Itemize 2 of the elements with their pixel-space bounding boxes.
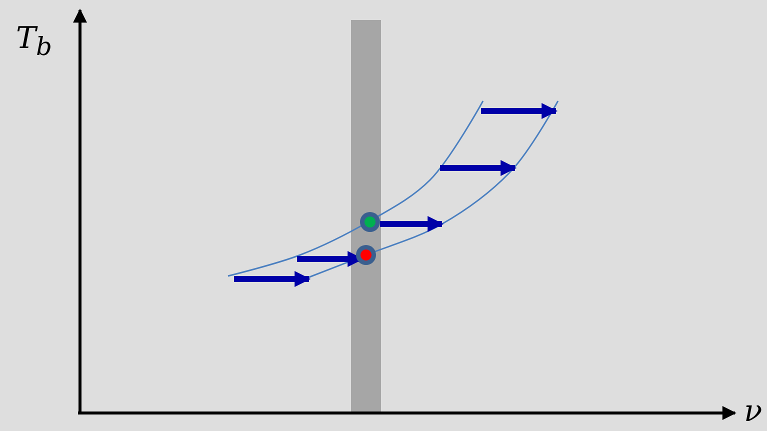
- axis-label: T$_{b}$: [16, 24, 52, 59]
- axis-label: ν: [744, 397, 762, 427]
